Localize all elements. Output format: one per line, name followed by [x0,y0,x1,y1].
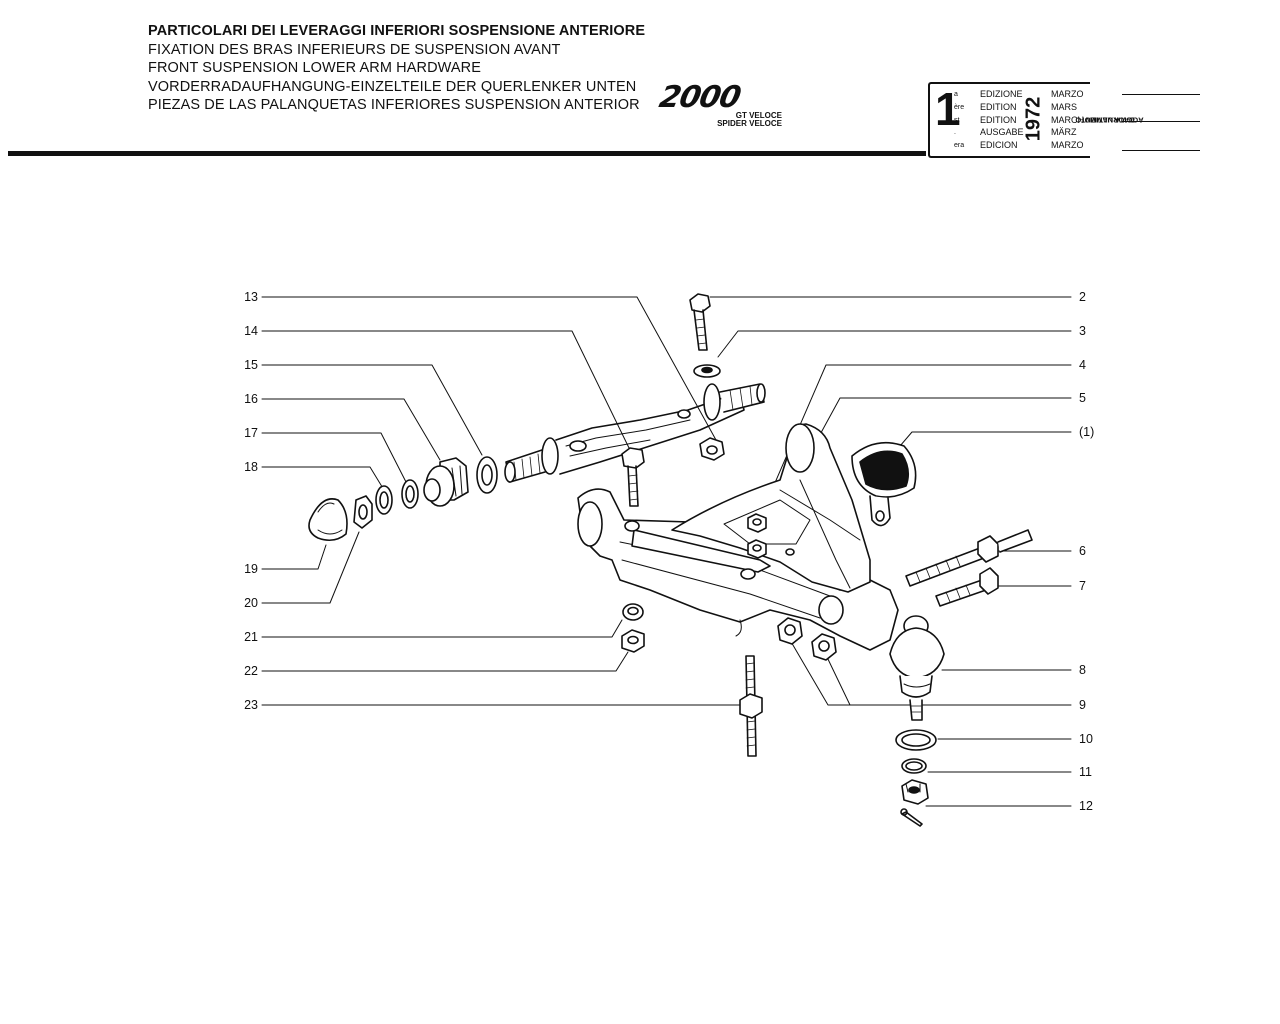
title-french: FIXATION DES BRAS INFERIEURS DE SUSPENSI… [148,41,561,58]
callout-21: 21 [244,630,258,644]
edition-month: MÄRZ [1051,127,1077,138]
title-block: PARTICOLARI DEI LEVERAGGI INFERIORI SOSP… [148,22,645,115]
leader-line-4 [757,364,1072,523]
callout-19: 19 [244,562,258,576]
washer-part [895,729,937,751]
callout-16: 16 [244,392,258,406]
leader-lines-left [261,296,747,706]
edition-box: 1 a ère st . era EDIZIONE EDITION EDITIO… [928,82,1090,158]
bolt-part [935,567,999,607]
leader-line-15 [261,364,483,456]
lower-control-arm [577,423,899,651]
edition-word: EDIZIONE [980,89,1023,99]
nut-part [621,629,645,653]
logo-line-1: GT VELOCE [735,111,782,120]
castle-nut-part [901,779,929,805]
edition-suffix: ère [954,103,965,111]
edition-suffix: . [954,129,956,137]
leader-line-9 [789,639,1072,706]
nut-part [699,437,725,461]
leader-line-13 [261,296,717,441]
edition-suffixes: a ère st . era [954,89,964,153]
leader-line-20 [261,531,360,604]
callout-13: 13 [244,290,258,304]
washer-part [693,364,721,378]
nut-part [777,617,837,661]
edition-word: EDITION [980,114,1017,125]
callout-17: 17 [244,426,258,440]
title-english: FRONT SUSPENSION LOWER ARM HARDWARE [148,60,482,76]
edition-month: MARCH [1051,114,1084,125]
ball-joint-part [889,615,945,721]
edition-suffix: a [954,91,958,98]
callout-23: 23 [244,698,258,712]
edition-month: MARS [1051,101,1078,112]
model-logo: 2000 GT VELOCE SPIDER VELOCE [656,80,790,134]
title-spanish: PIEZAS DE LAS PALANQUETAS INFERIORES SUS… [148,97,640,113]
callout-12: 12 [1079,799,1093,813]
callout-1: (1) [1079,425,1095,439]
washer-part [622,603,644,621]
edition-word: EDICION [980,140,1018,151]
callout-9: 9 [1079,698,1086,712]
bolt-part [689,293,711,351]
callout-14: 14 [244,324,258,338]
edition-words: EDIZIONE EDITION EDITION AUSGABE EDICION [980,88,1024,152]
bolt-part [621,447,645,507]
leader-line-14 [261,330,631,451]
header-rule [8,151,926,156]
callout-2: 2 [1079,290,1086,304]
dust-cover-part [851,441,917,527]
bushing-stack [353,456,498,529]
washer-part [901,758,927,774]
cotter-pin-part [900,808,923,827]
edition-word: EDITION [980,101,1017,112]
callout-22: 22 [244,664,258,678]
stud-part [739,655,763,757]
callout-11: 11 [1079,765,1092,779]
callout-6: 6 [1079,544,1086,558]
leader-line-16 [261,398,441,461]
callout-20: 20 [244,596,258,610]
nut-part [747,513,767,559]
update-line [1122,94,1200,95]
callout-18: 18 [244,460,258,474]
callout-4: 4 [1079,358,1086,372]
title-italian: PARTICOLARI DEI LEVERAGGI INFERIORI SOSP… [148,23,646,39]
callout-15: 15 [244,358,258,372]
dust-cap-part [308,498,348,542]
update-line [1122,121,1200,122]
pivot-shaft [504,383,766,483]
callout-5: 5 [1079,391,1086,405]
callout-8: 8 [1079,663,1086,677]
leader-line-1 [887,431,1072,461]
leader-line-22 [261,651,629,672]
edition-suffix: era [954,142,965,150]
bolt-part [905,529,1033,587]
callout-10: 10 [1079,732,1093,746]
edition-number: 1 [935,83,961,135]
title-german: VORDERRADAUFHANGUNG-EINZELTEILE DER QUER… [148,78,637,95]
callout-3: 3 [1079,324,1086,338]
update-line [1122,150,1200,151]
edition-month: MARZO [1051,89,1084,99]
edition-months: MARZO MARS MARCH MÄRZ MARZO [1051,88,1084,152]
leader-line-17 [261,432,407,483]
logo-line-2: SPIDER VELOCE [717,119,782,128]
edition-month: MARZO [1051,140,1084,151]
leader-line-18 [261,466,385,491]
edition-suffix: st [954,116,960,124]
callout-7: 7 [1079,579,1086,593]
edition-word: AUSGABE [980,127,1024,138]
leader-line-21 [261,619,623,638]
leader-line-3 [717,330,1072,358]
leader-line-19 [261,544,327,570]
